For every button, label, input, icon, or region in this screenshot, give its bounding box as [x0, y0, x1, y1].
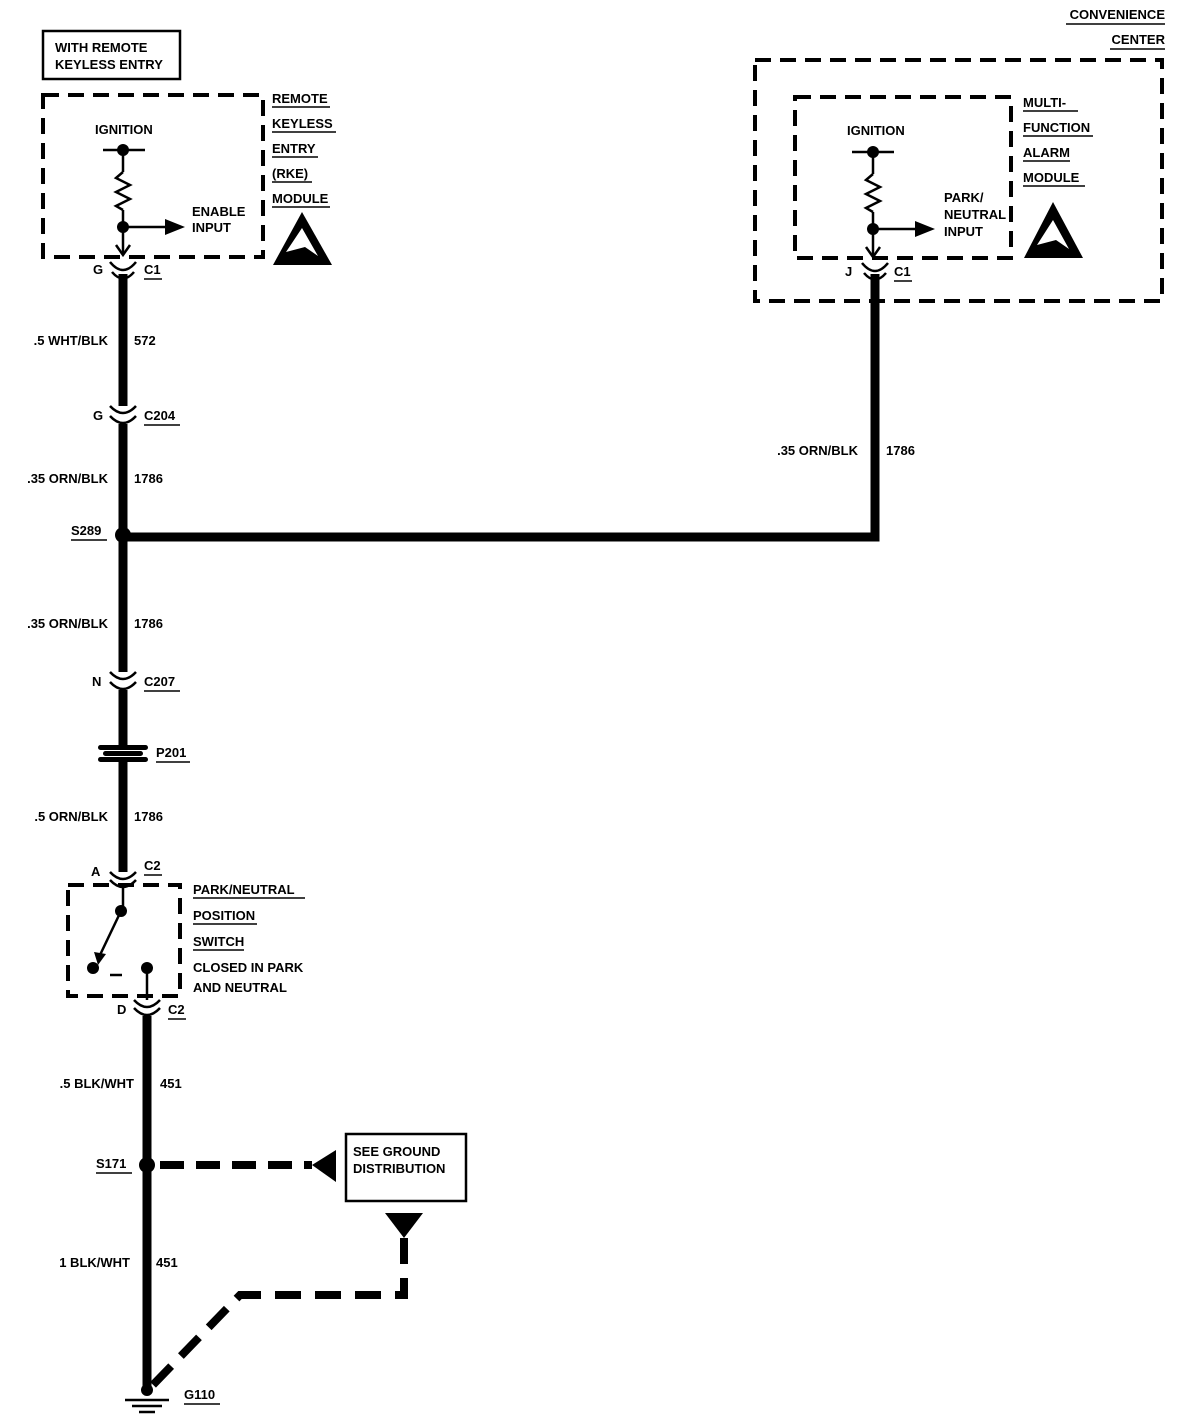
ground-ref-line-1: SEE GROUND	[353, 1144, 440, 1159]
rke-label-line-4: (RKE)	[272, 166, 308, 181]
alarm-input-line-3: INPUT	[944, 224, 983, 239]
c204-pin-label: G	[93, 408, 103, 423]
wire-451-a: .5 BLK/WHT 451	[60, 1016, 182, 1165]
c207-pin-label: N	[92, 674, 101, 689]
wire-1786-a: .35 ORN/BLK 1786	[27, 424, 163, 535]
s289-label: S289	[71, 523, 101, 538]
alarm-ignition-label: IGNITION	[847, 123, 905, 138]
wire-1786-c: .5 ORN/BLK 1786	[34, 762, 163, 872]
rke-label-line-3: ENTRY	[272, 141, 316, 156]
wire-1786-right-size-color: .35 ORN/BLK	[777, 443, 859, 458]
ground-g110: G110	[125, 1384, 220, 1414]
c204-label: C204	[144, 408, 176, 423]
alarm-connector-label: C1	[894, 264, 911, 279]
connector-c2-bottom: D C2	[117, 999, 186, 1020]
wire-1786-c-circuit: 1786	[134, 809, 163, 824]
wire-451-b-circuit: 451	[156, 1255, 178, 1270]
wire-572: .5 WHT/BLK 572	[34, 274, 156, 406]
ground-ref-line-2: DISTRIBUTION	[353, 1161, 445, 1176]
rke-input-line-1: ENABLE	[192, 204, 246, 219]
switch-label-line-2: POSITION	[193, 908, 255, 923]
wire-572-circuit: 572	[134, 333, 156, 348]
rke-pin-label: G	[93, 262, 103, 277]
rke-module: IGNITION ENABLE INPUT REMOTE KEYLESS ENT…	[41, 91, 336, 265]
connector-p201: P201	[98, 745, 190, 763]
wire-1786-right-circuit: 1786	[886, 443, 915, 458]
wire-451-a-circuit: 451	[160, 1076, 182, 1091]
alarm-label-line-4: MODULE	[1023, 170, 1080, 185]
alarm-pin-label: J	[845, 264, 852, 279]
rke-ignition-label: IGNITION	[95, 122, 153, 137]
switch-label-line-1: PARK/NEUTRAL	[193, 882, 295, 897]
wire-1786-a-circuit: 1786	[134, 471, 163, 486]
p201-label: P201	[156, 745, 186, 760]
alarm-connector-c1: J C1	[845, 262, 912, 282]
connector-c2-top: A C2	[91, 858, 162, 889]
rke-label-line-2: KEYLESS	[272, 116, 333, 131]
alarm-input-line-2: NEUTRAL	[944, 207, 1006, 222]
c2-bottom-label: C2	[168, 1002, 185, 1017]
connector-c204: G C204	[93, 405, 180, 426]
switch-note-line-1: CLOSED IN PARK	[193, 960, 304, 975]
wire-1786-right: .35 ORN/BLK 1786	[123, 274, 915, 542]
wire-1786-b-circuit: 1786	[134, 616, 163, 631]
wire-1786-a-size-color: .35 ORN/BLK	[27, 471, 109, 486]
alarm-module: IGNITION PARK/ NEUTRAL INPUT MULTI- FUNC…	[793, 95, 1093, 260]
wire-1786-b-size-color: .35 ORN/BLK	[27, 616, 109, 631]
alarm-label-line-2: FUNCTION	[1023, 120, 1090, 135]
c207-label: C207	[144, 674, 175, 689]
alarm-label-line-3: ALARM	[1023, 145, 1070, 160]
c2-top-pin-label: A	[91, 864, 101, 879]
c2-top-label: C2	[144, 858, 161, 873]
connector-c207: N C207	[92, 671, 180, 692]
wire-451-b: 1 BLK/WHT 451	[59, 1165, 178, 1386]
esd-sensitive-icon	[1024, 202, 1083, 258]
wire-451-b-size-color: 1 BLK/WHT	[59, 1255, 130, 1270]
esd-sensitive-icon	[273, 212, 332, 265]
alarm-input-line-1: PARK/	[944, 190, 984, 205]
c2-bottom-pin-label: D	[117, 1002, 126, 1017]
switch-label-line-3: SWITCH	[193, 934, 244, 949]
alarm-label-line-1: MULTI-	[1023, 95, 1066, 110]
switch-note-line-2: AND NEUTRAL	[193, 980, 287, 995]
rke-connector-c1: G C1	[93, 261, 162, 280]
s171-label: S171	[96, 1156, 126, 1171]
rke-note-line-1: WITH REMOTE	[55, 40, 148, 55]
rke-input-line-2: INPUT	[192, 220, 231, 235]
g110-label: G110	[184, 1387, 215, 1402]
park-neutral-switch: PARK/NEUTRAL POSITION SWITCH CLOSED IN P…	[66, 882, 305, 1000]
wire-1786-c-size-color: .5 ORN/BLK	[34, 809, 108, 824]
wire-451-a-size-color: .5 BLK/WHT	[60, 1076, 134, 1091]
rke-connector-label: C1	[144, 262, 161, 277]
convenience-center-line-2: CENTER	[1112, 32, 1166, 47]
convenience-center: CONVENIENCE CENTER	[753, 7, 1166, 303]
rke-note-box: WITH REMOTE KEYLESS ENTRY	[41, 29, 182, 81]
rke-note-line-2: KEYLESS ENTRY	[55, 57, 163, 72]
wire-1786-b: .35 ORN/BLK 1786	[27, 535, 163, 672]
convenience-center-line-1: CONVENIENCE	[1070, 7, 1166, 22]
ground-distribution-link: SEE GROUND DISTRIBUTION	[147, 1132, 468, 1391]
wire-572-size-color: .5 WHT/BLK	[34, 333, 109, 348]
rke-label-line-1: REMOTE	[272, 91, 328, 106]
rke-label-line-5: MODULE	[272, 191, 329, 206]
